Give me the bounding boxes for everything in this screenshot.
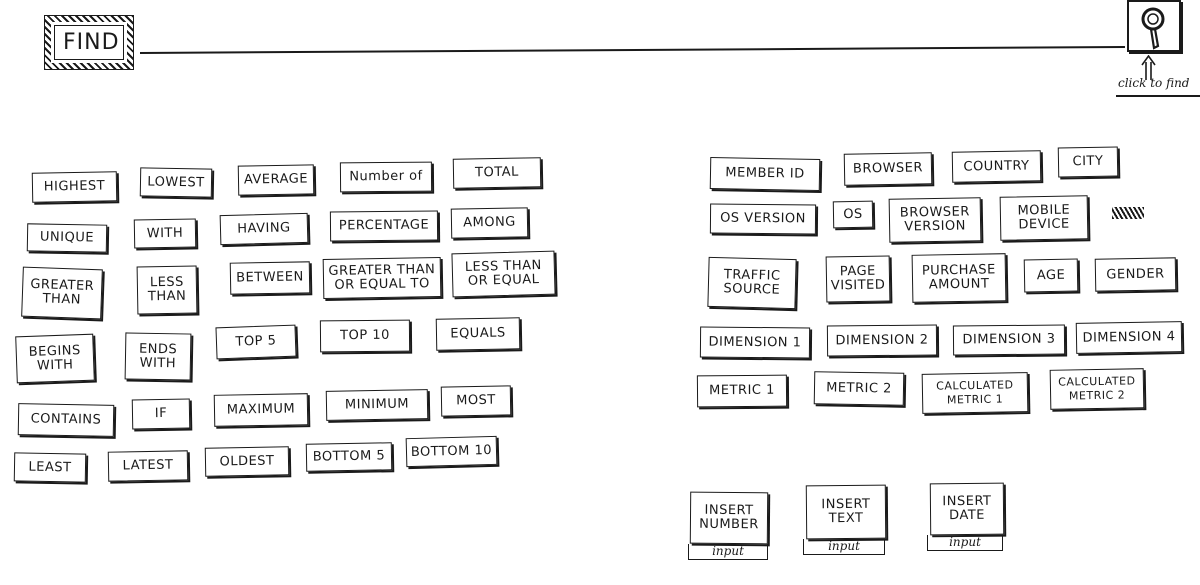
insert-date-button[interactable]: INSERT DATE bbox=[929, 482, 1005, 536]
insert-number-button[interactable]: INSERT NUMBER bbox=[689, 491, 769, 545]
search-hint: click to find bbox=[1118, 76, 1190, 90]
field-gender-button[interactable]: GENDER bbox=[1094, 257, 1177, 292]
operator-contains-button[interactable]: CONTAINS bbox=[17, 403, 115, 437]
field-traffic-source-button[interactable]: TRAFFIC SOURCE bbox=[707, 256, 797, 310]
field-dimension-1-button[interactable]: DIMENSION 1 bbox=[699, 326, 811, 359]
field-calculated-metric-1-button[interactable]: CALCULATED METRIC 1 bbox=[921, 372, 1029, 414]
field-mobile-device-button[interactable]: MOBILE DEVICE bbox=[999, 195, 1089, 241]
field-dimension-2-button[interactable]: DIMENSION 2 bbox=[826, 324, 938, 357]
field-calculated-metric-2-button[interactable]: CALCULATED METRIC 2 bbox=[1049, 368, 1145, 410]
operator-latest-button[interactable]: LATEST bbox=[107, 450, 189, 482]
insert-date-input-label: input bbox=[927, 535, 1003, 551]
operator-greater-equal-button[interactable]: GREATER THAN OR EQUAL TO bbox=[322, 256, 442, 300]
operator-with-button[interactable]: WITH bbox=[133, 218, 197, 249]
operator-top-10-button[interactable]: TOP 10 bbox=[319, 319, 411, 353]
operator-minimum-button[interactable]: MINIMUM bbox=[325, 389, 429, 421]
magnifier-icon bbox=[1141, 7, 1165, 50]
operator-maximum-button[interactable]: MAXIMUM bbox=[213, 393, 309, 427]
operator-bottom-5-button[interactable]: BOTTOM 5 bbox=[305, 442, 393, 472]
field-purchase-amount-button[interactable]: PURCHASE AMOUNT bbox=[911, 253, 1007, 303]
operator-if-button[interactable]: IF bbox=[131, 398, 191, 430]
insert-text-button[interactable]: INSERT TEXT bbox=[805, 484, 887, 540]
operator-lowest-button[interactable]: LOWEST bbox=[139, 167, 213, 198]
operator-most-button[interactable]: MOST bbox=[440, 385, 512, 417]
operator-less-than-button[interactable]: LESS THAN bbox=[136, 265, 198, 315]
operator-having-button[interactable]: HAVING bbox=[219, 212, 309, 246]
operator-less-equal-button[interactable]: LESS THAN OR EQUAL bbox=[451, 250, 556, 298]
field-os-version-button[interactable]: OS VERSION bbox=[709, 203, 817, 235]
field-dimension-3-button[interactable]: DIMENSION 3 bbox=[952, 324, 1066, 356]
search-button[interactable] bbox=[1127, 0, 1181, 52]
field-age-button[interactable]: AGE bbox=[1023, 258, 1079, 293]
operator-among-button[interactable]: AMONG bbox=[450, 207, 529, 239]
operator-ends-with-button[interactable]: ENDS WITH bbox=[124, 332, 192, 381]
operator-highest-button[interactable]: HIGHEST bbox=[31, 171, 118, 203]
operator-top-5-button[interactable]: TOP 5 bbox=[215, 324, 297, 360]
field-country-button[interactable]: COUNTRY bbox=[951, 150, 1042, 183]
field-dimension-4-button[interactable]: DIMENSION 4 bbox=[1075, 321, 1183, 354]
hint-underline bbox=[1116, 95, 1200, 97]
operator-unique-button[interactable]: UNIQUE bbox=[26, 223, 108, 253]
operator-percentage-button[interactable]: PERCENTAGE bbox=[329, 210, 439, 242]
field-page-visited-button[interactable]: PAGE VISITED bbox=[825, 255, 891, 303]
find-input-line[interactable] bbox=[139, 45, 1125, 54]
field-metric-1-button[interactable]: METRIC 1 bbox=[696, 374, 788, 408]
operator-begins-with-button[interactable]: BEGINS WITH bbox=[15, 333, 95, 384]
find-field[interactable]: FIND bbox=[44, 15, 134, 70]
operator-number-of-button[interactable]: Number of bbox=[339, 161, 433, 193]
field-metric-2-button[interactable]: METRIC 2 bbox=[813, 371, 905, 406]
operator-greater-than-button[interactable]: GREATER THAN bbox=[21, 266, 103, 320]
operator-total-button[interactable]: TOTAL bbox=[452, 157, 542, 189]
operator-bottom-10-button[interactable]: BOTTOM 10 bbox=[405, 435, 498, 468]
scribble-mark bbox=[1112, 207, 1144, 219]
field-os-button[interactable]: OS bbox=[832, 200, 874, 229]
field-browser-button[interactable]: BROWSER bbox=[843, 152, 933, 186]
find-label: FIND bbox=[54, 25, 124, 60]
operator-average-button[interactable]: AVERAGE bbox=[237, 164, 315, 196]
operator-least-button[interactable]: LEAST bbox=[13, 452, 87, 483]
operator-equals-button[interactable]: EQUALS bbox=[435, 317, 521, 351]
insert-text-input-label: input bbox=[803, 539, 885, 555]
arrow-up-icon bbox=[1141, 55, 1156, 80]
operator-oldest-button[interactable]: OLDEST bbox=[204, 446, 290, 477]
operator-between-button[interactable]: BETWEEN bbox=[229, 261, 311, 295]
insert-number-input-label: input bbox=[688, 544, 768, 560]
field-browser-version-button[interactable]: BROWSER VERSION bbox=[888, 197, 982, 243]
field-member-id-button[interactable]: MEMBER ID bbox=[709, 157, 821, 191]
field-city-button[interactable]: CITY bbox=[1057, 146, 1119, 178]
